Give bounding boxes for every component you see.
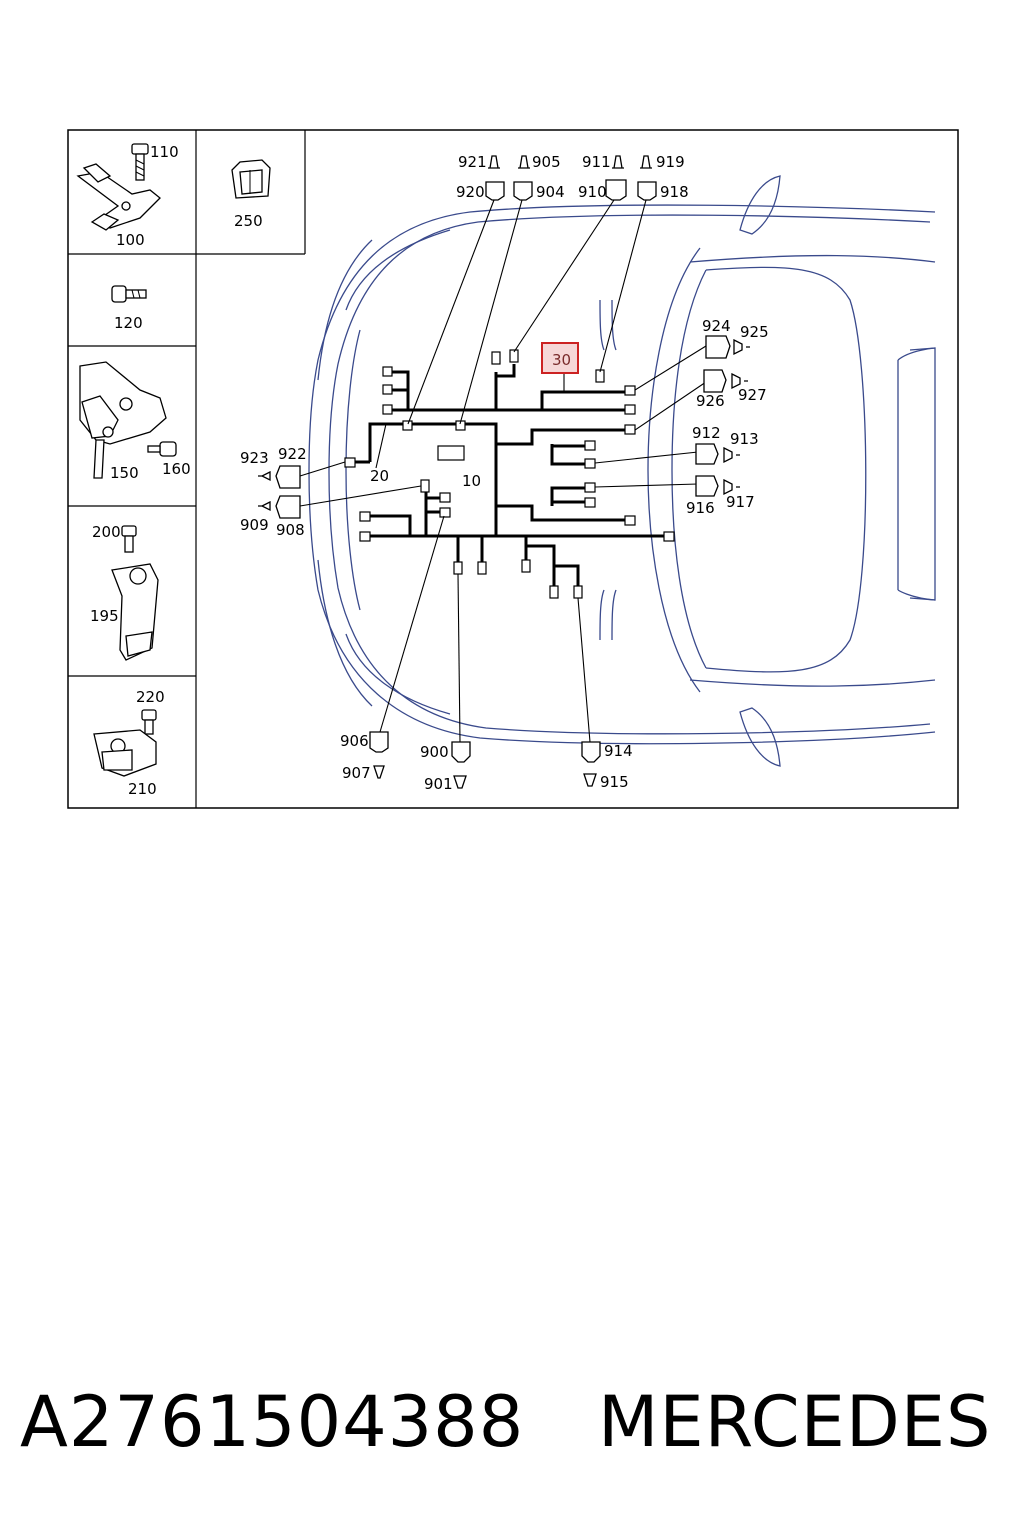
diagram-frame (67, 129, 959, 809)
label-910: 910 (578, 183, 607, 201)
label-916: 916 (686, 499, 715, 517)
part-250-clip-drawing (231, 159, 271, 199)
label-921: 921 (458, 153, 487, 171)
caption-bar: A2761504388 MERCEDES (0, 1372, 1024, 1472)
part-110-bolt-drawing (131, 143, 149, 181)
vehicle-outline (308, 175, 936, 767)
label-906: 906 (340, 732, 369, 750)
part-195-bracket-drawing (111, 563, 159, 661)
part-100-bracket-drawing (76, 163, 161, 231)
wiring-harness (350, 364, 668, 590)
wiring-harness-diagram: 110 100 250 120 150 160 200 195 220 210 … (67, 129, 959, 809)
label-150: 150 (110, 464, 139, 482)
label-220: 220 (136, 688, 165, 706)
diagram-labels: 110 100 250 120 150 160 200 195 220 210 … (90, 143, 769, 798)
label-195: 195 (90, 607, 119, 625)
label-210: 210 (128, 780, 157, 798)
part-220-bolt-drawing (141, 709, 157, 735)
label-919: 919 (656, 153, 685, 171)
label-923: 923 (240, 449, 269, 467)
leader-lines (299, 199, 707, 743)
label-908: 908 (276, 521, 305, 539)
label-30: 30 (552, 351, 571, 369)
part-210-clip-drawing (93, 729, 157, 777)
label-920: 920 (456, 183, 485, 201)
label-926: 926 (696, 392, 725, 410)
label-20: 20 (370, 467, 389, 485)
label-10: 10 (462, 472, 481, 490)
label-160: 160 (162, 460, 191, 478)
label-911: 911 (582, 153, 611, 171)
label-924: 924 (702, 317, 731, 335)
label-914: 914 (604, 742, 633, 760)
label-922: 922 (278, 445, 307, 463)
part-120-screw-drawing (111, 285, 147, 303)
label-913: 913 (730, 430, 759, 448)
label-900: 900 (420, 743, 449, 761)
part-150-bracket-drawing (79, 361, 167, 479)
label-918: 918 (660, 183, 689, 201)
label-100: 100 (116, 231, 145, 249)
label-912: 912 (692, 424, 721, 442)
label-927: 927 (738, 386, 767, 404)
label-250: 250 (234, 212, 263, 230)
label-915: 915 (600, 773, 629, 791)
part-number: A2761504388 (20, 1381, 525, 1463)
label-120: 120 (114, 314, 143, 332)
label-925: 925 (740, 323, 769, 341)
label-200: 200 (92, 523, 121, 541)
label-905: 905 (532, 153, 561, 171)
label-909: 909 (240, 516, 269, 534)
label-917: 917 (726, 493, 755, 511)
label-110: 110 (150, 143, 179, 161)
label-904: 904 (536, 183, 565, 201)
label-907: 907 (342, 764, 371, 782)
part-200-bolt-drawing (121, 525, 137, 553)
part-160-bolt-drawing (147, 441, 177, 457)
label-901: 901 (424, 775, 453, 793)
connector-symbols (258, 155, 750, 789)
highlight-box-30 (541, 342, 579, 374)
harness-end-connectors (344, 349, 675, 599)
brand-name: MERCEDES (598, 1381, 992, 1463)
